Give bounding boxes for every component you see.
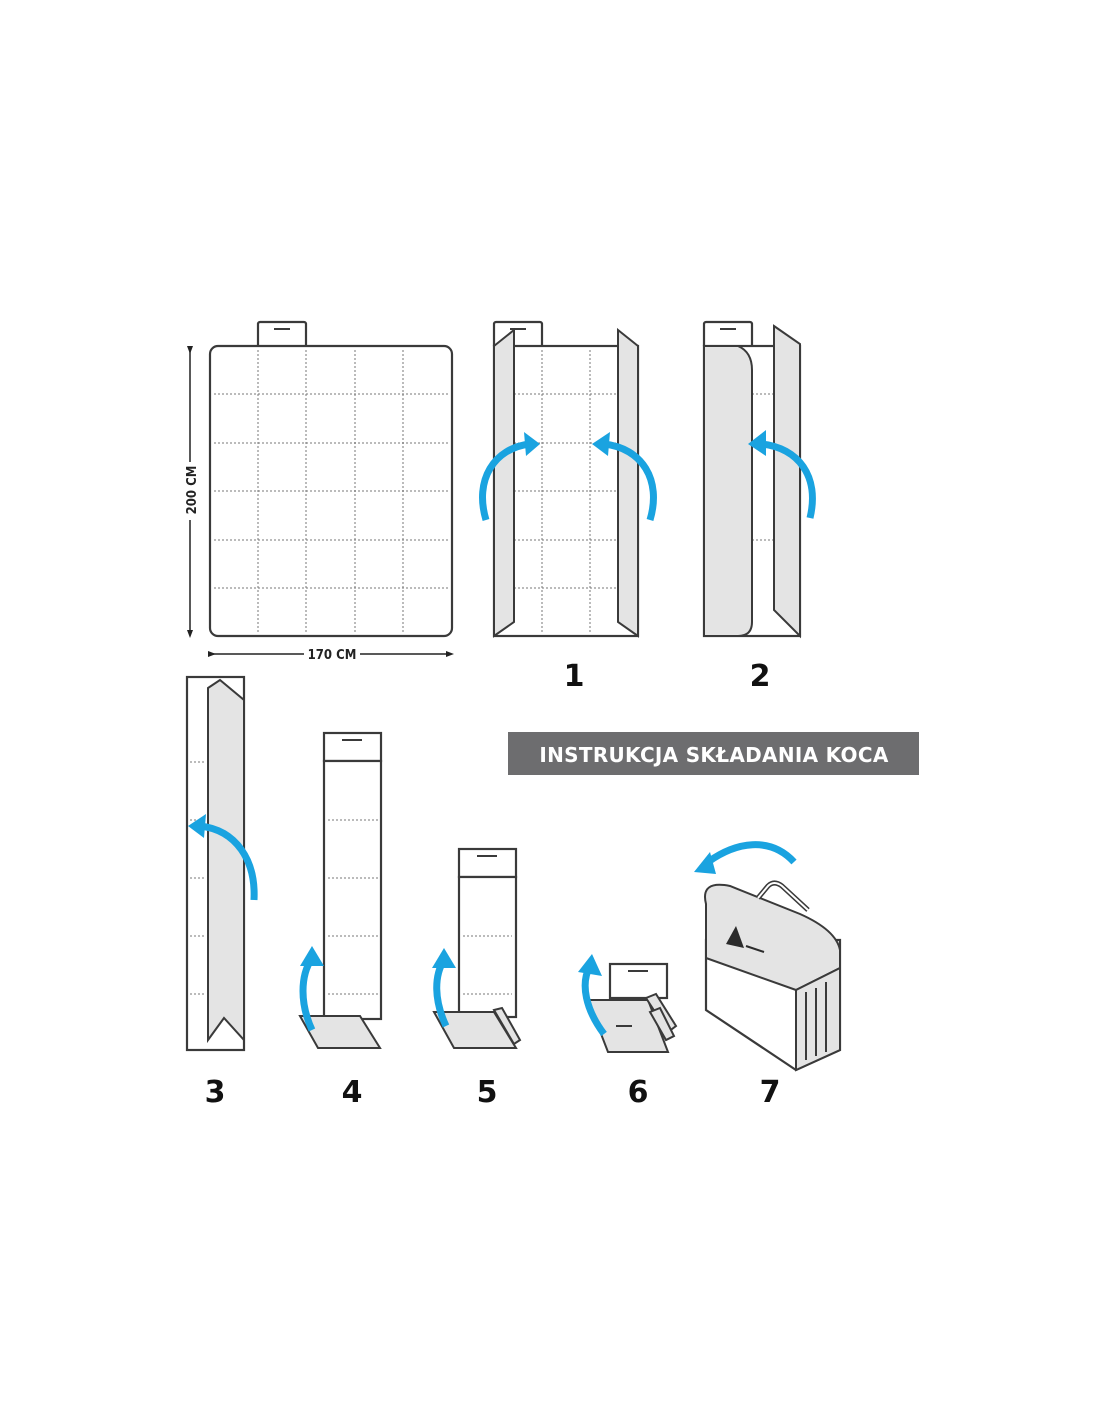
fold-arrow-icon xyxy=(299,956,316,1032)
fold-arrow-icon xyxy=(761,440,816,519)
step-6-number: 6 xyxy=(628,1075,649,1110)
carry-bag-icon xyxy=(694,841,842,1072)
step-5-illustration xyxy=(432,847,522,1049)
fold-arrow-icon xyxy=(705,841,797,865)
title-banner: INSTRUKCJA SKŁADANIA KOCA xyxy=(508,732,919,775)
step-1-number: 1 xyxy=(564,659,585,694)
width-dimension-label: 170 CM xyxy=(308,648,357,663)
step-6-illustration xyxy=(578,954,678,1053)
step-2-illustration xyxy=(702,320,816,639)
fold-left-arrow-icon xyxy=(479,440,531,522)
height-dimension-label: 200 CM xyxy=(185,466,200,515)
step-5-number: 5 xyxy=(477,1075,498,1110)
blanket-quilt-grid xyxy=(214,350,448,632)
unfolded-blanket: 200 CM 170 CM xyxy=(180,320,454,663)
brand-logo-icon xyxy=(726,926,744,948)
step-2-number: 2 xyxy=(750,659,771,694)
title-banner-text: INSTRUKCJA SKŁADANIA KOCA xyxy=(539,743,888,767)
blanket-handle-tab xyxy=(256,320,308,350)
step-1-illustration xyxy=(479,320,657,638)
step-3-illustration xyxy=(185,675,258,1052)
step-4-number: 4 xyxy=(342,1075,363,1110)
fold-arrow-icon xyxy=(199,822,258,901)
step-7-number: 7 xyxy=(760,1075,781,1110)
fold-right-arrow-icon xyxy=(603,440,657,522)
step-3-number: 3 xyxy=(205,1075,226,1110)
step-4-illustration xyxy=(298,731,383,1049)
